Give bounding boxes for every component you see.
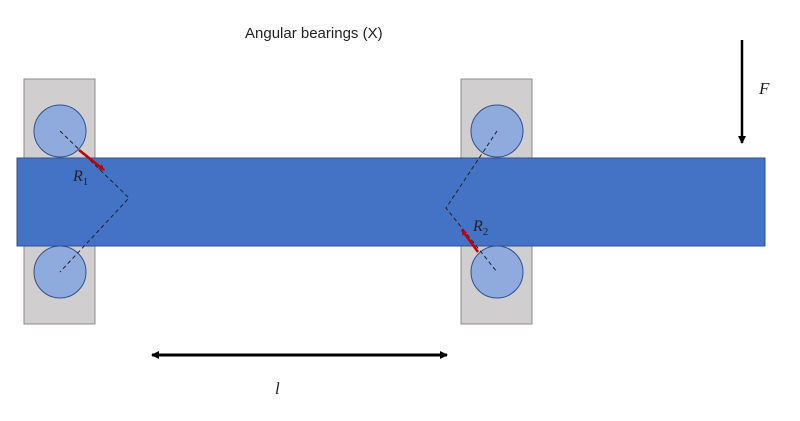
right-lower-ball — [470, 245, 524, 299]
shaft — [16, 157, 766, 247]
reaction-label-r2: R2 — [472, 218, 488, 238]
force-label: F — [758, 79, 770, 98]
left-contact-line — [59, 130, 130, 273]
reaction-arrow-r2 — [460, 229, 480, 253]
reaction-arrow-r1 — [78, 149, 105, 171]
diagram-title: Angular bearings (X) — [245, 25, 383, 42]
right-contact-line — [445, 130, 498, 273]
reaction-label-r1: R1 — [72, 168, 88, 188]
length-label: l — [275, 379, 280, 398]
